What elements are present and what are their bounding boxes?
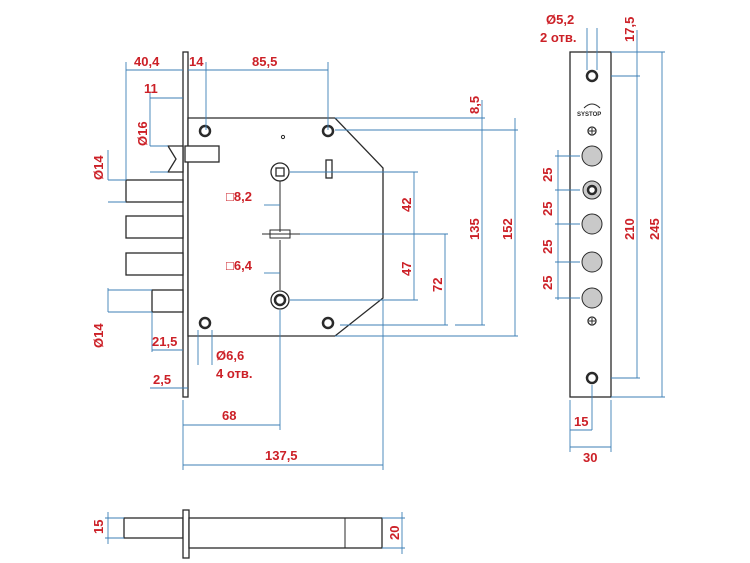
label-plate-hole-offset: 15 [574, 414, 588, 429]
faceplate-bolt-4 [581, 287, 603, 309]
label-bolt-spacing-3: 25 [540, 240, 555, 254]
label-latch-diameter: Ø16 [135, 121, 150, 146]
label-bolt-spacing-4: 25 [540, 276, 555, 290]
label-backset: 68 [222, 408, 236, 423]
label-top-bolt-diameter: Ø14 [91, 155, 106, 180]
bolt-2 [125, 215, 184, 239]
bottom-bolt [123, 517, 184, 539]
latch-tab [184, 145, 220, 163]
label-square-lower: □6,4 [226, 258, 253, 273]
svg-text:SYSTOP: SYSTOP [577, 112, 601, 118]
label-bolt-projection: 40,4 [134, 54, 160, 69]
bottom-front-plate [182, 509, 190, 559]
faceplate-latch-inner [586, 184, 598, 196]
label-bottom-height-right: 20 [387, 526, 402, 540]
label-dim-152: 152 [500, 218, 515, 240]
bolts-left [125, 145, 184, 313]
label-plate-hole-diameter: Ø5,2 [546, 12, 574, 27]
label-bottom-bolt-offset: 21,5 [152, 334, 177, 349]
main-dimension-lines [107, 62, 518, 470]
dimension-labels: 40,4 14 85,5 11 Ø16 Ø14 Ø14 21,5 Ø6,6 4 … [91, 12, 662, 540]
mount-hole-bottom-left [198, 316, 212, 330]
brand-logo: SYSTOP [577, 103, 601, 118]
label-dim-47: 47 [399, 262, 414, 276]
label-bolt-spacing-2: 25 [540, 202, 555, 216]
bottom-view [105, 509, 405, 559]
faceplate-bolt-2 [581, 213, 603, 235]
latch [166, 145, 184, 173]
mount-hole-bottom-right [321, 316, 335, 330]
label-square-upper: □8,2 [226, 189, 252, 204]
label-front-thickness: 2,5 [153, 372, 171, 387]
front-plate-strip [182, 51, 189, 398]
label-dim-135: 135 [467, 218, 482, 240]
label-dim-72: 72 [430, 278, 445, 292]
lock-body [182, 51, 384, 398]
bolt-1 [125, 179, 184, 203]
faceplate-bolt-1 [581, 145, 603, 167]
label-plate-width: 30 [583, 450, 597, 465]
bottom-case [188, 517, 383, 549]
label-plate-top-offset: 17,5 [622, 17, 637, 42]
label-front-plate-gap: 14 [189, 54, 204, 69]
label-bolt-offset: 11 [144, 81, 158, 96]
faceplate-bolt-3 [581, 251, 603, 273]
label-hole-spacing-top: 85,5 [252, 54, 277, 69]
mount-hole-top-left [198, 124, 212, 138]
bolt-4 [151, 289, 184, 313]
cylinder-keyhole [262, 162, 302, 310]
faceplate: SYSTOP [569, 51, 612, 398]
label-bottom-bolt-diameter: Ø14 [91, 323, 106, 348]
label-mount-hole-count: 4 отв. [216, 366, 252, 381]
case-marker-dot [280, 134, 286, 140]
label-overall-width: 137,5 [265, 448, 298, 463]
label-dim-42: 42 [399, 198, 414, 212]
label-bottom-height-left: 15 [91, 520, 106, 534]
case-slot [325, 159, 333, 179]
label-mount-hole-diameter: Ø6,6 [216, 348, 244, 363]
label-plate-length: 245 [647, 218, 662, 240]
label-bolt-spacing-1: 25 [540, 168, 555, 182]
label-plate-inner-length: 210 [622, 218, 637, 240]
label-dim-8-5: 8,5 [467, 96, 482, 114]
bolt-3 [125, 252, 184, 276]
faceplate-dimension-lines [555, 28, 665, 452]
faceplate-hole-bottom [585, 371, 599, 385]
faceplate-hole-top [585, 69, 599, 83]
label-plate-hole-count: 2 отв. [540, 30, 576, 45]
